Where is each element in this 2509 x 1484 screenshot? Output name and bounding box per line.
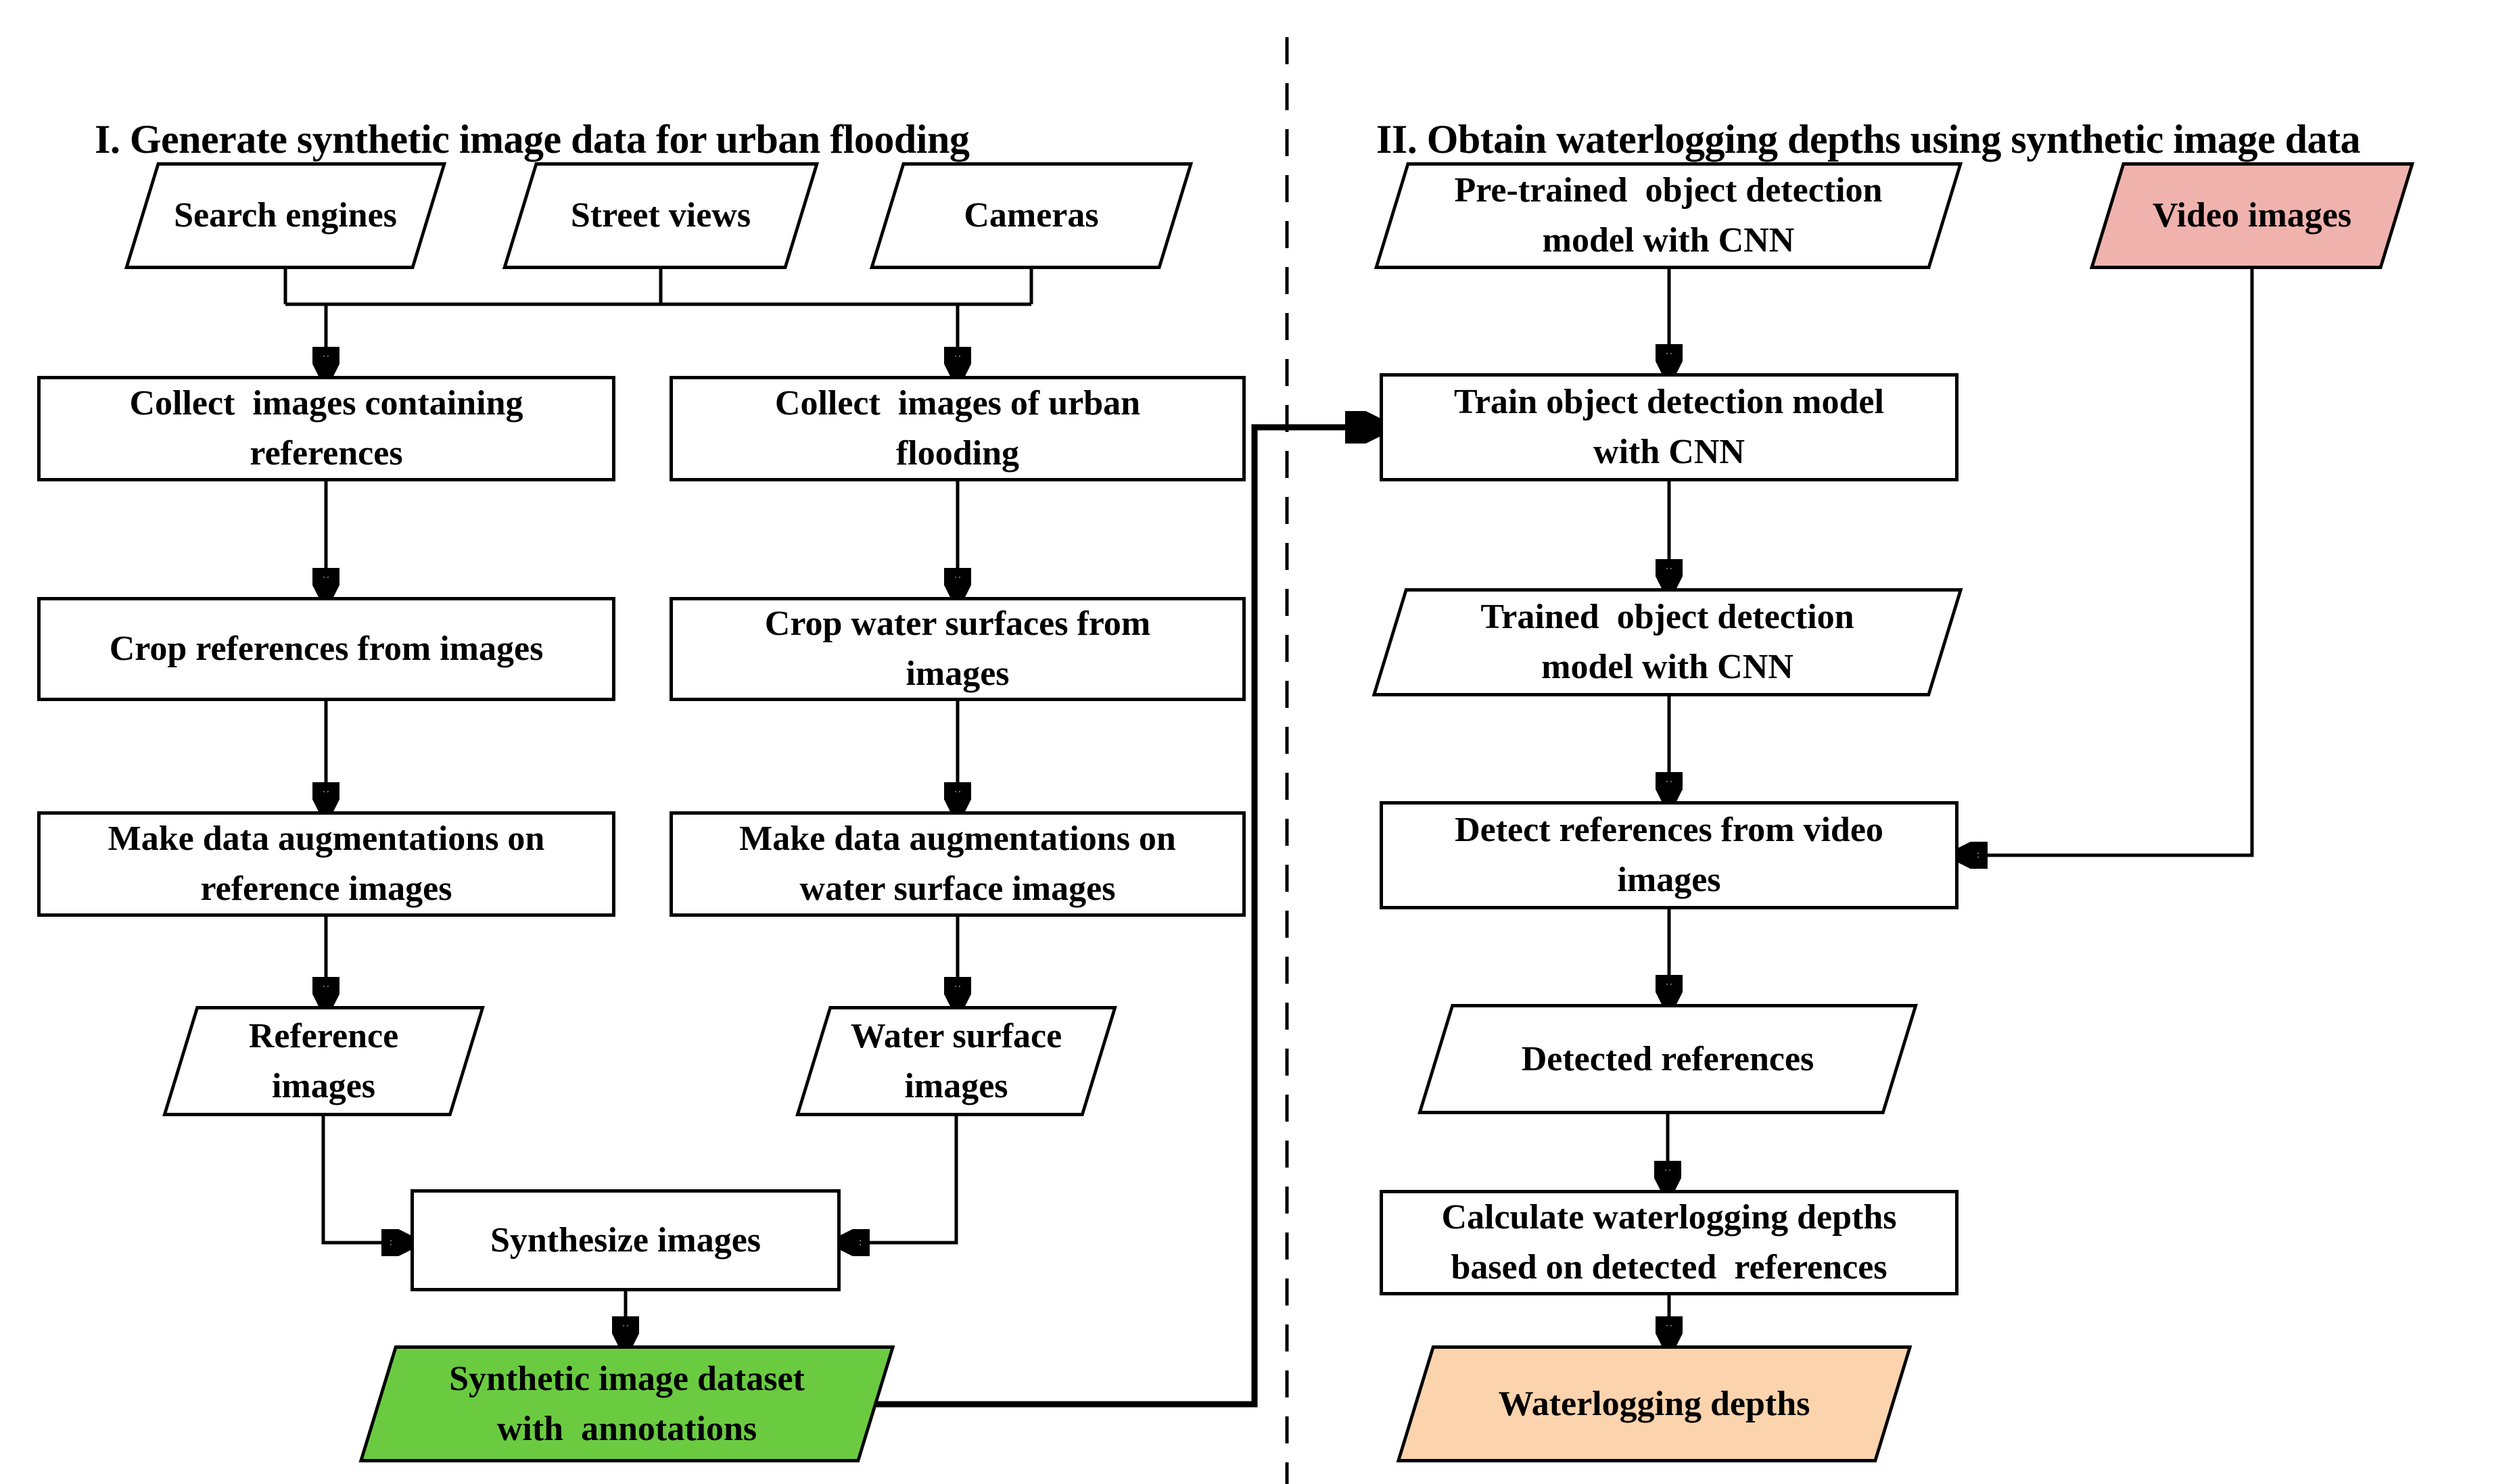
node-label-line: Train object detection model xyxy=(1454,383,1884,422)
node-label-line: Make data augmentations on xyxy=(739,819,1176,859)
node-label-line: images xyxy=(1617,861,1721,899)
node-augment-water-images: Make data augmentations on water surface… xyxy=(670,811,1246,917)
node-pretrained-model: Pre-trained object detection model with … xyxy=(1374,162,1963,269)
node-label-line: images xyxy=(904,1066,1008,1105)
connector-waterimages-synthesize xyxy=(843,1116,958,1243)
node-label-line: Video images xyxy=(2152,196,2352,235)
node-label-line: model with CNN xyxy=(1541,648,1793,686)
node-search-engines: Search engines xyxy=(124,162,447,269)
node-label-line: based on detected references xyxy=(1451,1248,1887,1287)
node-label-line: images xyxy=(271,1066,376,1105)
node-label-line: Street views xyxy=(570,196,751,235)
node-label-line: water surface images xyxy=(799,869,1116,908)
node-cameras: Cameras xyxy=(869,162,1194,269)
node-synthesize-images: Synthesize images xyxy=(411,1189,841,1291)
node-calculate-depths: Calculate waterlogging depths based on d… xyxy=(1380,1190,1959,1295)
node-label-line: images xyxy=(906,654,1010,693)
node-label-line: Detect references from video xyxy=(1455,811,1883,850)
node-label-line: Collect images containing xyxy=(129,384,523,423)
node-reference-images: Reference images xyxy=(162,1006,485,1116)
node-label-line: Crop water surfaces from xyxy=(764,604,1151,644)
node-collect-images-flooding: Collect images of urban flooding xyxy=(670,376,1246,481)
node-video-images: Video images xyxy=(2089,162,2415,269)
section-title-generate-data: I. Generate synthetic image data for urb… xyxy=(95,116,970,162)
node-label-line: Search engines xyxy=(174,196,397,235)
node-label-line: Crop references from images xyxy=(109,629,544,669)
node-detected-references: Detected references xyxy=(1417,1004,1918,1114)
node-waterlogging-depths: Waterlogging depths xyxy=(1396,1345,1913,1462)
node-synthetic-dataset: Synthetic image dataset with annotations xyxy=(358,1345,895,1462)
node-label-line: Calculate waterlogging depths xyxy=(1441,1198,1897,1237)
node-label-line: Make data augmentations on xyxy=(108,819,545,859)
node-augment-reference-images: Make data augmentations on reference ima… xyxy=(37,811,615,917)
node-label-line: Trained object detection xyxy=(1480,598,1854,637)
node-crop-references: Crop references from images xyxy=(37,597,615,701)
node-label-line: with CNN xyxy=(1593,433,1745,471)
node-label-line: model with CNN xyxy=(1542,221,1795,260)
node-train-model: Train object detection model with CNN xyxy=(1380,373,1959,481)
section-title-obtain-depths: II. Obtain waterlogging depths using syn… xyxy=(1376,116,2360,162)
node-label-line: flooding xyxy=(895,434,1020,473)
node-crop-water-surfaces: Crop water surfaces from images xyxy=(670,597,1246,701)
connector-refimages-synthesize xyxy=(321,1116,408,1243)
node-label-line: Pre-trained object detection xyxy=(1454,171,1883,210)
node-label-line: Water surface xyxy=(850,1016,1062,1055)
connector-dataset-to-train xyxy=(874,427,1377,1408)
node-label-line: Synthetic image dataset xyxy=(449,1359,805,1398)
node-street-views: Street views xyxy=(502,162,820,269)
connector-video-to-detect xyxy=(1961,269,2254,855)
node-trained-model: Trained object detection model with CNN xyxy=(1371,588,1963,696)
node-water-surface-images: Water surface images xyxy=(795,1006,1117,1116)
node-label-line: Reference xyxy=(248,1016,399,1055)
node-label-line: reference images xyxy=(200,869,452,908)
node-detect-references: Detect references from video images xyxy=(1380,801,1959,909)
node-label-line: Synthesize images xyxy=(490,1220,761,1260)
node-label-line: Waterlogging depths xyxy=(1498,1384,1810,1423)
node-label-line: references xyxy=(250,434,403,473)
node-label-line: Collect images of urban xyxy=(774,384,1141,423)
node-label-line: with annotations xyxy=(496,1409,757,1448)
node-label-line: Detected references xyxy=(1521,1039,1814,1078)
node-collect-images-references: Collect images containing references xyxy=(37,376,615,481)
node-label-line: Cameras xyxy=(964,196,1099,235)
